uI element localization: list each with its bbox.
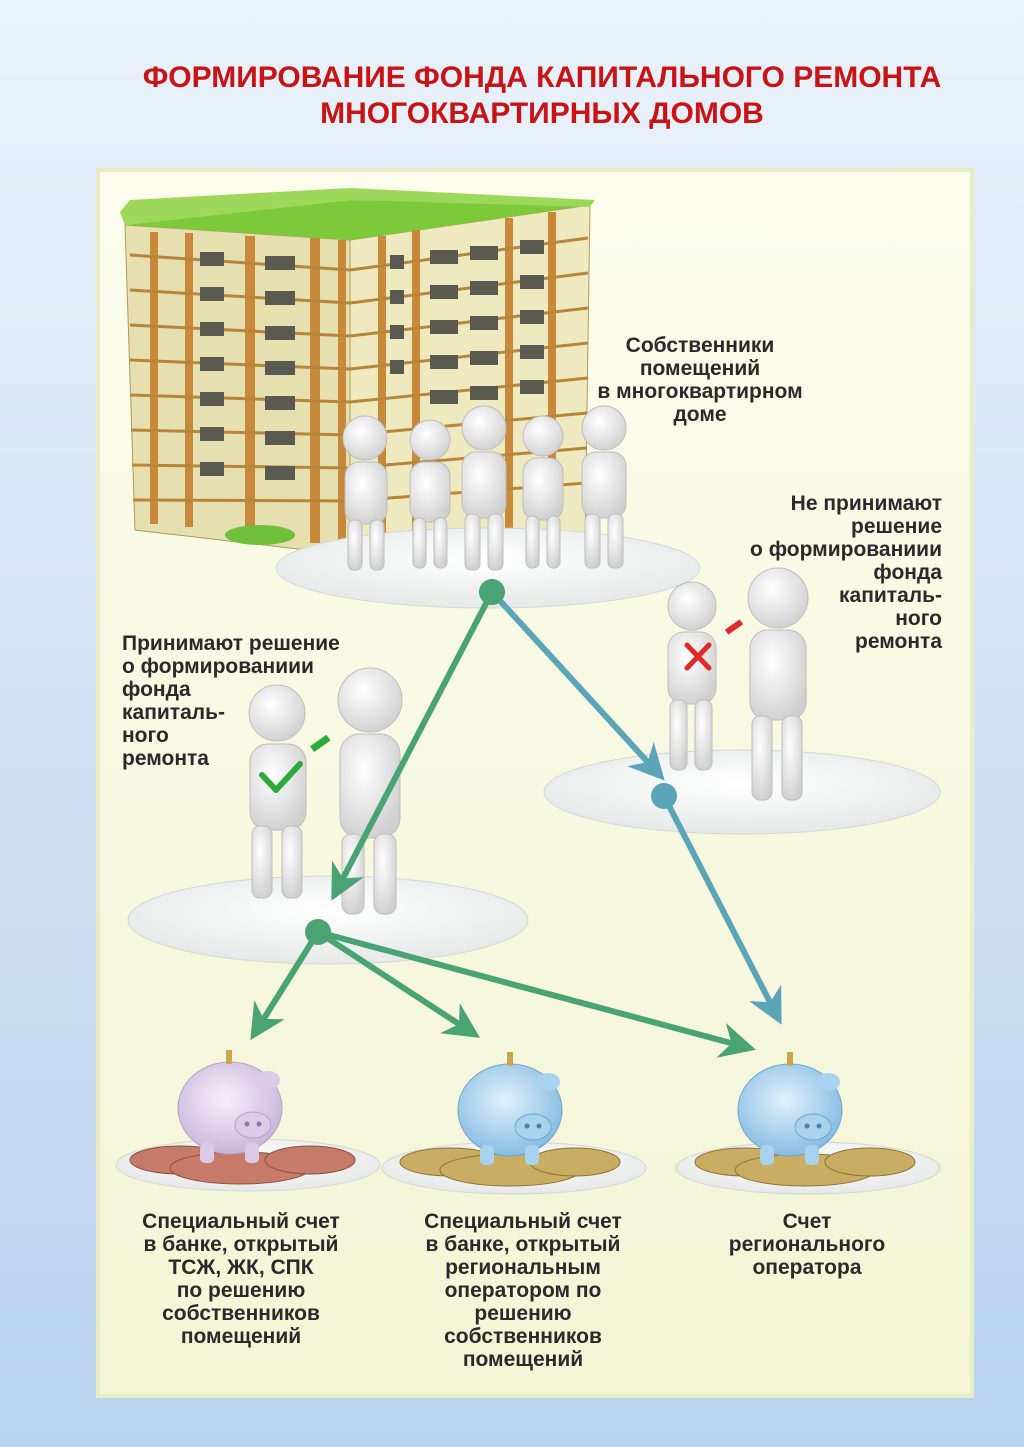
red-marker-icon (724, 619, 744, 635)
arrow-owners-to-reject (489, 589, 665, 781)
checkmark-icon (259, 761, 303, 793)
account-2-label: Специальный счет в банке, открытый регио… (392, 1210, 654, 1371)
node-owners (479, 579, 505, 605)
accept-label-line: Принимают решение (122, 632, 340, 655)
account-label-line: региональным (445, 1256, 601, 1279)
accept-label-line: ремонта (122, 747, 209, 770)
cross-icon (684, 642, 712, 671)
account-label-line: помещений (180, 1325, 302, 1348)
account-label-line: ТСЖ, ЖК, СПК (168, 1256, 314, 1279)
owners-label: Собственники помещений в многоквартирном… (560, 334, 840, 426)
piggy-bank-icon (737, 1052, 843, 1165)
account-label-line: оператором по (444, 1279, 602, 1302)
arrow-reject-to-regional (661, 794, 782, 1025)
owners-label-line: Собственники (625, 334, 775, 357)
reject-figures (667, 567, 809, 801)
reject-label-line: ремонта (855, 630, 942, 653)
account-label-line: в банке, открытый (425, 1233, 621, 1256)
people-group-icon (342, 405, 627, 571)
coins-icon (694, 1147, 916, 1187)
owners-label-line: помещений (639, 357, 761, 380)
accept-label-line: ного (122, 724, 169, 747)
accept-figures (248, 667, 403, 915)
reject-label: Не принимают решение о формированиии фон… (680, 492, 942, 653)
piggy-bank-icon (177, 1050, 283, 1163)
arrow-accept-to-regional (317, 929, 756, 1058)
title-line-1: ФОРМИРОВАНИЕ ФОНДА КАПИТАЛЬНОГО РЕМОНТА (142, 61, 942, 94)
green-marker-icon (310, 734, 331, 753)
account-label-line: регионального (728, 1233, 886, 1256)
owners-label-line: в многоквартирном (597, 380, 803, 403)
account-label-line: решению (474, 1302, 572, 1325)
account-3-label: Счет регионального оператора (676, 1210, 938, 1279)
reject-label-line: капиталь- (839, 584, 942, 607)
accept-label-line: о формированиии (122, 655, 314, 678)
arrow-accept-to-special-regional (316, 929, 481, 1038)
reject-label-line: ного (895, 607, 942, 630)
arrow-owners-to-accept (331, 590, 495, 901)
account-label-line: в банке, открытый (143, 1233, 339, 1256)
page-title: ФОРМИРОВАНИЕ ФОНДА КАПИТАЛЬНОГО РЕМОНТА … (60, 60, 1024, 132)
account-1-label: Специальный счет в банке, открытый ТСЖ, … (110, 1210, 372, 1348)
accept-platform (127, 875, 529, 965)
node-reject (651, 783, 677, 809)
piggy-bank-icon (457, 1052, 563, 1165)
accept-label-line: капиталь- (122, 701, 225, 724)
account-3-graphic (675, 1052, 941, 1195)
reject-label-line: фонда (873, 561, 942, 584)
title-line-2: МНОГОКВАРТИРНЫХ ДОМОВ (320, 97, 764, 130)
reject-label-line: решение (851, 515, 942, 538)
account-label-line: Специальный счет (424, 1210, 622, 1233)
reject-label-line: о формированиии (750, 538, 942, 561)
coins-icon (399, 1147, 621, 1187)
account-label-line: по решению (176, 1279, 306, 1302)
accept-label-line: фонда (122, 678, 191, 701)
account-label-line: оператора (752, 1256, 862, 1279)
account-label-line: собственников (162, 1302, 320, 1325)
account-label-line: собственников (444, 1325, 602, 1348)
account-label-line: Специальный счет (142, 1210, 340, 1233)
owners-label-line: доме (673, 403, 727, 426)
account-2-graphic (381, 1052, 647, 1195)
node-accept (305, 919, 331, 945)
flow-arrows (250, 579, 782, 1058)
reject-platform (543, 749, 941, 835)
accept-label: Принимают решение о формированиии фонда … (122, 632, 392, 770)
account-label-line: Счет (782, 1210, 832, 1233)
account-1-graphic (115, 1050, 381, 1192)
account-label-line: помещений (462, 1348, 584, 1371)
arrow-accept-to-special-tsj (250, 930, 321, 1041)
reject-label-line: Не принимают (790, 492, 942, 515)
